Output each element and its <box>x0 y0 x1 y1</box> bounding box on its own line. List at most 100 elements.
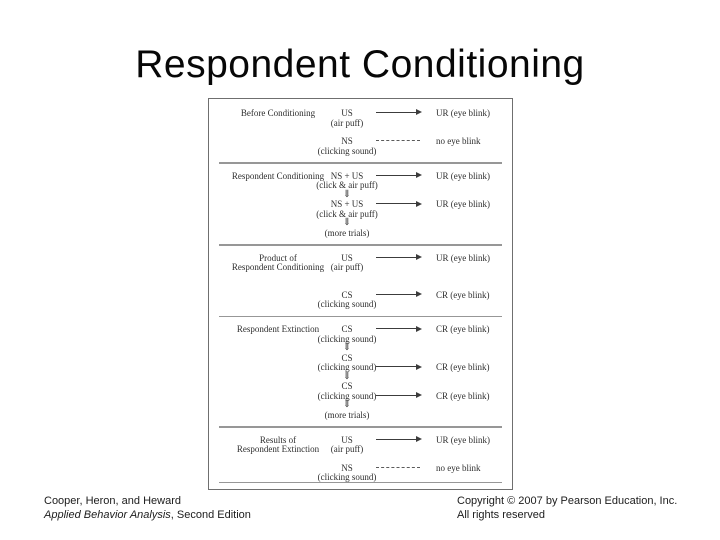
figure-spacer <box>209 281 512 290</box>
figure-line: Respondent Conditioning NS + US UR (eye bl… <box>209 171 512 181</box>
figure-line: ⇓ <box>209 218 512 228</box>
dashed-connector <box>376 466 420 468</box>
figure-line: ⇓ <box>209 400 512 410</box>
figure-line: (clicking sound)CR (eye blink) <box>209 362 512 372</box>
figure-line: (air puff) <box>209 118 512 128</box>
stimulus-text: (air puff) <box>330 262 364 273</box>
figure-line: ⇓ <box>209 188 512 200</box>
stimulus-text: NS <box>341 462 353 473</box>
double-down-arrow-icon: ⇓ <box>342 217 352 229</box>
stimulus-text: (air puff) <box>330 117 364 128</box>
footer-book-title: Applied Behavior Analysis <box>44 509 171 521</box>
stimulus-text: NS <box>341 136 353 146</box>
figure-line: Before Conditioning US UR (eye blink) <box>209 108 512 118</box>
figure-line: (clicking sound) CR (eye blink) <box>209 391 512 401</box>
footer-copyright: Copyright © 2007 by Pearson Education, I… <box>457 494 677 522</box>
stimulus-text: (click & air puff) <box>316 180 378 191</box>
stimulus-text: (clicking sound) <box>317 472 377 483</box>
double-down-arrow-icon: ⇓ <box>342 399 352 411</box>
figure-line: (clicking sound) <box>209 472 512 482</box>
stage-label: Respondent Conditioning <box>231 170 325 181</box>
section-divider <box>219 162 502 164</box>
stimulus-text: US <box>341 108 353 118</box>
response-text: CR (eye blink) <box>436 324 490 335</box>
double-down-arrow-icon: ⇓ <box>342 188 352 200</box>
response-text: CR (eye blink) <box>436 289 490 300</box>
arrow-connector <box>376 435 422 443</box>
page-title: Respondent Conditioning <box>135 43 585 86</box>
stimulus-text: US <box>341 434 353 445</box>
stage-label: Product of <box>259 252 297 263</box>
footer-authors-line: Cooper, Heron, and Heward <box>44 495 181 507</box>
figure-line: ⇓ <box>209 343 512 353</box>
figure-line: (clicking sound) <box>209 146 512 156</box>
double-down-arrow-icon: ⇓ <box>342 370 352 382</box>
response-text: UR (eye blink) <box>436 108 490 118</box>
stage-label: Respondent Extinction <box>236 444 320 455</box>
figure-line: CS <box>209 353 512 363</box>
arrow-connector <box>376 200 422 208</box>
section-divider <box>219 315 502 318</box>
stimulus-text: US <box>341 252 353 263</box>
figure-line: (clicking sound) <box>209 299 512 309</box>
arrow-connector <box>376 108 422 117</box>
figure-line: CS <box>209 381 512 391</box>
arrow-connector <box>376 363 422 371</box>
figure-line: Respondent Conditioning(air puff) <box>209 262 512 272</box>
stimulus-text: (more trials) <box>324 227 370 238</box>
figure-line: NS no eye blink <box>209 463 512 473</box>
section-divider <box>219 426 502 428</box>
arrow-connector <box>376 325 422 333</box>
figure-bottom-rule <box>219 481 502 484</box>
figure-spacer <box>209 127 512 136</box>
figure-line: Respondent Extinction (air puff) <box>209 444 512 454</box>
figure-section-before-conditioning: Before Conditioning US UR (eye blink) (air … <box>209 108 512 156</box>
footer-copyright-line: Copyright © 2007 by Pearson Education, I… <box>457 495 678 507</box>
stimulus-text: NS + US <box>330 199 364 210</box>
stimulus-text: (more trials) <box>324 409 370 420</box>
figure-line: ⇓ <box>209 370 512 382</box>
stimulus-text: CS <box>341 352 353 363</box>
figure-line: (click & air puff) <box>209 180 512 190</box>
stimulus-text: (click & air puff) <box>316 208 378 219</box>
footer-rights-line: All rights reserved <box>457 509 546 521</box>
stimulus-text: (clicking sound) <box>317 299 377 310</box>
response-text: CR (eye blink) <box>436 362 490 373</box>
arrow-connector <box>376 253 422 261</box>
figure-spacer <box>209 454 512 463</box>
response-text: UR (eye blink) <box>436 170 490 181</box>
footer-book-line: Applied Behavior Analysis, Second Editio… <box>44 508 251 522</box>
response-text: UR (eye blink) <box>436 199 490 210</box>
figure-line: (more trials) <box>209 410 512 420</box>
stimulus-text: CS <box>341 381 353 392</box>
figure-line: (click & air puff) <box>209 209 512 219</box>
response-text: CR (eye blink) <box>436 390 490 401</box>
figure-line: (clicking sound) <box>209 334 512 344</box>
footer-authors: Cooper, Heron, and Heward Applied Behavi… <box>44 494 251 522</box>
stimulus-text: (air puff) <box>330 444 364 455</box>
arrow-connector <box>376 290 422 298</box>
stimulus-text: (clicking sound) <box>317 390 377 401</box>
response-text: no eye blink <box>436 136 481 146</box>
stimulus-text: (clicking sound) <box>317 333 377 344</box>
stimulus-text: (clicking sound) <box>317 145 377 156</box>
stimulus-text: CS <box>341 324 353 335</box>
response-text: no eye blink <box>436 462 481 473</box>
figure-section-respondent-conditioning: Respondent Conditioning NS + US UR (eye bl… <box>209 171 512 238</box>
response-text: UR (eye blink) <box>436 434 490 445</box>
stimulus-text: NS + US <box>330 170 364 181</box>
figure-spacer <box>209 272 512 281</box>
footer-book-edition: , Second Edition <box>170 509 251 521</box>
dashed-connector <box>376 140 420 141</box>
double-down-arrow-icon: ⇓ <box>342 342 352 354</box>
stage-label: Before Conditioning <box>240 108 316 118</box>
